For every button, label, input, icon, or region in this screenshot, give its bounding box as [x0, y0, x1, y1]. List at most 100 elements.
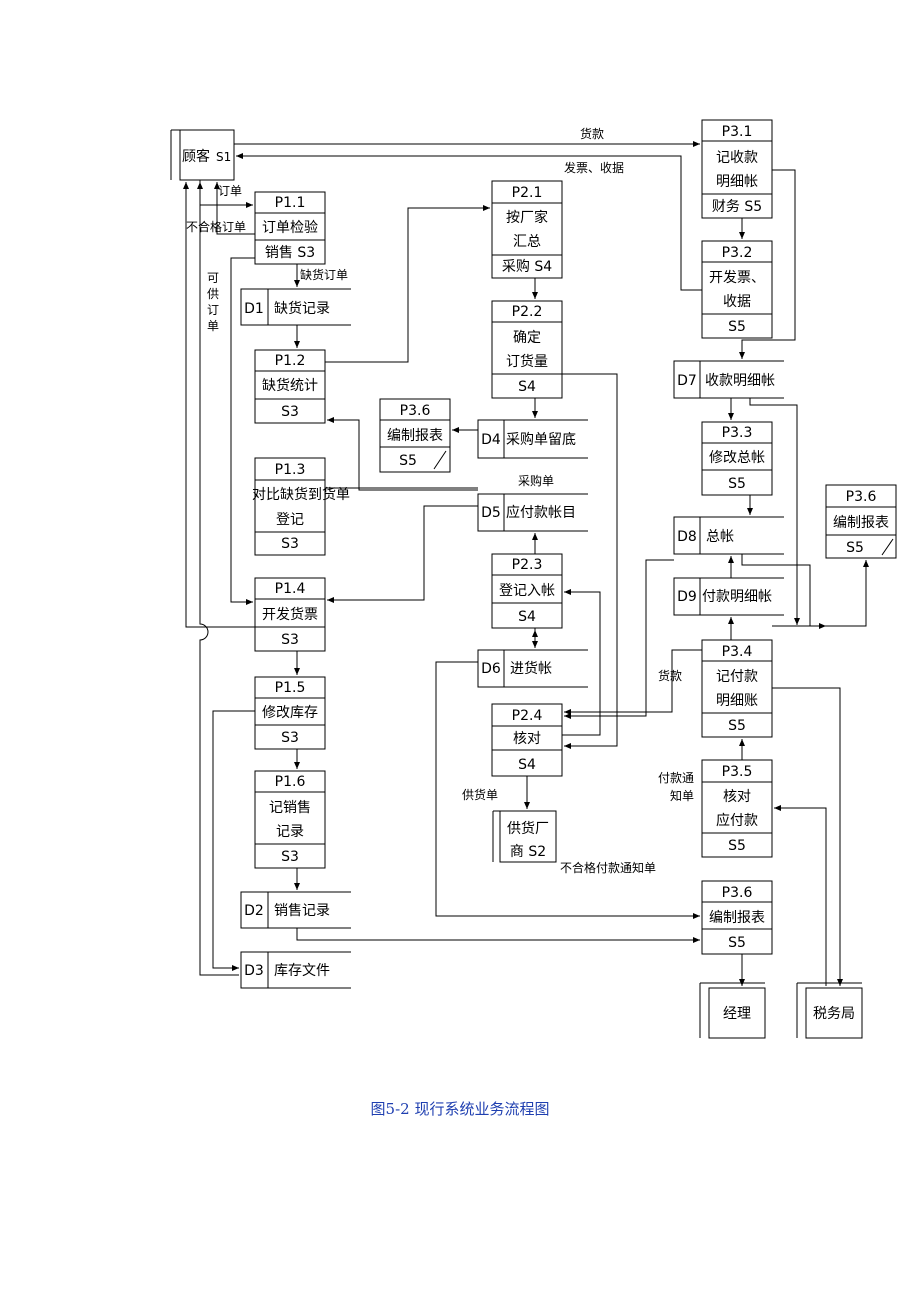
label-payment-top: 货款	[580, 126, 604, 141]
process-name-line2: 汇总	[513, 234, 541, 250]
label-available-order-1: 可	[207, 271, 219, 285]
process-p3-6-left: P3.6 编制报表 S5	[379, 398, 451, 473]
entity-tax-bureau: 税务局	[796, 982, 863, 1039]
process-dept: S3	[281, 730, 299, 746]
process-dept: S3	[281, 404, 299, 420]
process-p2-3: P2.3 登记入帐 S4	[491, 553, 563, 629]
process-dept: S3	[281, 536, 299, 552]
process-id: P2.3	[512, 557, 543, 573]
manager-name: 经理	[723, 1006, 751, 1022]
process-dept: S5	[728, 935, 746, 951]
process-name: 开发货票	[262, 606, 318, 623]
label-available-order-4: 单	[207, 319, 219, 333]
label-bad-order: 不合格订单	[186, 219, 246, 234]
store-id: D5	[481, 505, 501, 521]
process-dept: S5	[846, 540, 864, 556]
process-name-line1: 记付款	[716, 669, 758, 685]
label-shortage-order: 缺货订单	[300, 267, 348, 282]
entity-supplier: 供货厂 商 S2	[492, 810, 557, 863]
store-id: D2	[244, 903, 264, 919]
store-id: D6	[481, 661, 501, 677]
process-dept: S4	[518, 757, 536, 773]
process-p1-1: P1.1 订单检验 销售 S3	[254, 191, 326, 265]
process-id: P1.6	[275, 774, 306, 790]
process-dept: S5	[728, 319, 746, 335]
store-name: 应付款帐目	[506, 504, 576, 521]
store-id: D1	[244, 301, 264, 317]
store-d3: D3 库存文件	[240, 951, 351, 989]
label-pay-notice-2: 知单	[670, 789, 694, 803]
label-order: 订单	[218, 184, 242, 198]
store-d2: D2 销售记录	[240, 891, 351, 929]
process-p1-4: P1.4 开发货票 S3	[254, 577, 326, 652]
process-name-line2: 明细账	[716, 693, 758, 709]
process-p1-2: P1.2 缺货统计 S3	[254, 349, 326, 424]
store-d9: D9 付款明细帐	[673, 577, 784, 616]
label-pay-notice-1: 付款通	[658, 771, 694, 785]
process-id: P1.2	[275, 353, 306, 369]
store-d7: D7 收款明细帐	[673, 360, 784, 399]
process-name: 登记入帐	[499, 583, 555, 599]
process-dept: 财务 S5	[712, 199, 762, 215]
store-d8: D8 总帐	[673, 516, 784, 555]
store-id: D4	[481, 432, 501, 448]
supplier-line1: 供货厂	[507, 820, 549, 837]
store-id: D7	[677, 373, 697, 389]
entity-manager: 经理	[699, 982, 766, 1039]
process-id: P3.1	[722, 124, 753, 140]
process-id: P1.5	[275, 680, 306, 696]
process-dept: S5	[728, 718, 746, 734]
label-available-order-2: 供	[207, 287, 219, 301]
store-name: 付款明细帐	[702, 589, 772, 605]
process-name-line2: 订货量	[506, 353, 548, 370]
label-available-order-3: 订	[207, 303, 219, 317]
store-name: 采购单留底	[506, 432, 576, 448]
process-name-line1: 记收款	[716, 150, 758, 166]
store-id: D9	[677, 589, 697, 605]
process-p2-1: P2.1 按厂家 汇总 采购 S4	[491, 180, 563, 279]
process-dept: S3	[281, 849, 299, 865]
process-id: P1.4	[275, 581, 306, 597]
store-name: 库存文件	[274, 963, 330, 979]
process-dept: S5	[728, 476, 746, 492]
process-dept: S4	[518, 609, 536, 625]
process-p3-2: P3.2 开发票、 收据 S5	[701, 240, 773, 339]
process-id: P3.5	[722, 764, 753, 780]
process-p3-1: P3.1 记收款 明细帐 财务 S5	[701, 119, 773, 219]
process-p2-4: P2.4 核对 S4	[491, 703, 563, 777]
process-p3-6-right: P3.6 编制报表 S5	[825, 484, 897, 559]
process-name-line2: 应付款	[716, 812, 758, 829]
process-name-line2: 记录	[276, 824, 304, 840]
process-name: 缺货统计	[262, 377, 318, 394]
process-id: P3.6	[722, 885, 753, 901]
process-name: 编制报表	[709, 910, 765, 926]
label-purchase-order: 采购单	[518, 473, 554, 488]
store-d5: D5 应付款帐目	[477, 493, 588, 532]
process-id: P3.2	[722, 245, 753, 261]
process-dept: S5	[399, 453, 417, 469]
process-p3-3: P3.3 修改总帐 S5	[701, 421, 773, 496]
process-name-line1: 对比缺货到货单	[252, 486, 350, 503]
store-d4: D4 采购单留底	[477, 419, 588, 459]
process-name-line1: 按厂家	[506, 209, 548, 226]
tax-bureau-name: 税务局	[813, 1006, 855, 1022]
process-dept: S5	[728, 838, 746, 854]
process-p2-2: P2.2 确定 订货量 S4	[491, 300, 563, 399]
process-dept: S4	[518, 379, 536, 395]
process-p1-5: P1.5 修改库存 S3	[254, 676, 326, 750]
process-id: P3.6	[400, 403, 431, 419]
process-dept: 采购 S4	[502, 259, 552, 275]
store-name: 进货帐	[510, 660, 552, 677]
label-payment-mid: 货款	[658, 668, 682, 683]
store-id: D3	[244, 963, 264, 979]
process-name: 订单检验	[262, 220, 318, 236]
entity-customer: 顾客 S1	[170, 129, 235, 181]
supplier-line2: 商 S2	[510, 844, 546, 860]
store-name: 收款明细帐	[705, 373, 775, 389]
process-name: 编制报表	[387, 428, 443, 444]
process-p3-6-bottom: P3.6 编制报表 S5	[701, 880, 773, 955]
process-id: P2.2	[512, 304, 543, 320]
store-d1: D1 缺货记录	[240, 288, 351, 326]
process-name: 修改总帐	[709, 450, 765, 466]
